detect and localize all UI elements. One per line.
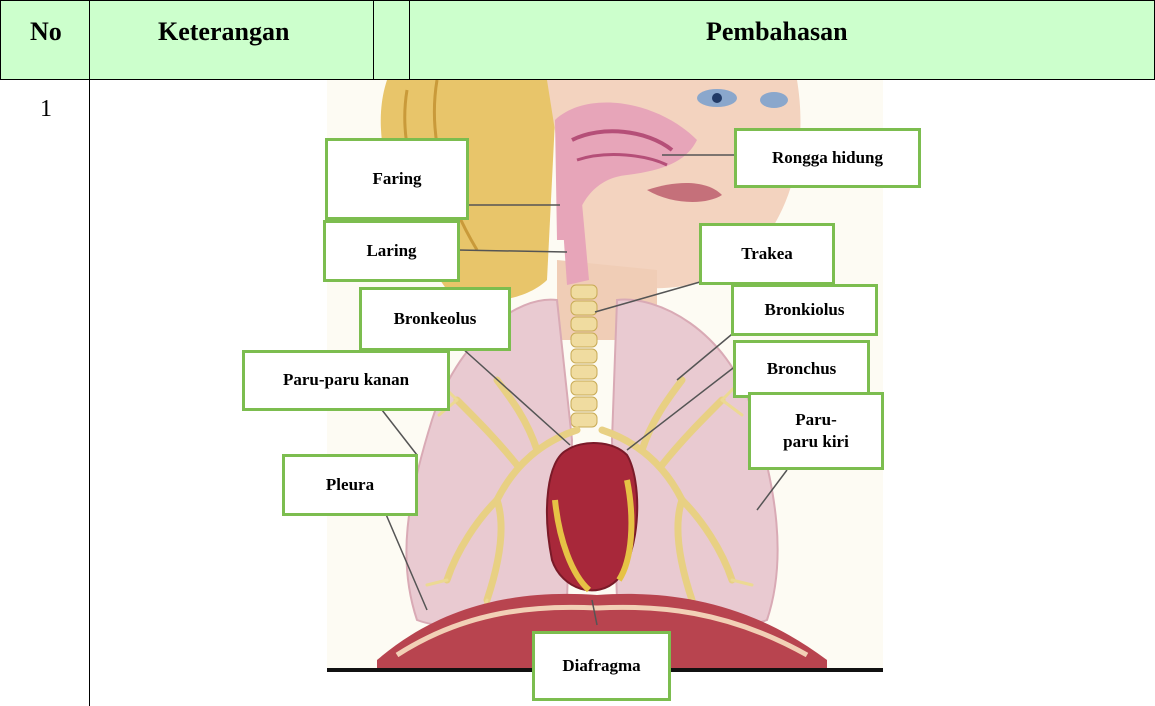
label-pleura: Pleura	[282, 454, 418, 516]
label-trakea: Trakea	[699, 223, 835, 285]
header-no: No	[30, 17, 62, 47]
label-laring: Laring	[323, 220, 460, 282]
header-pembahasan: Pembahasan	[706, 17, 848, 47]
row-number: 1	[40, 96, 52, 123]
label-diafragma: Diafragma	[532, 631, 671, 701]
label-paru-paru-kiri: Paru- paru kiri	[748, 392, 884, 470]
label-bronkeolus: Bronkeolus	[359, 287, 511, 351]
label-bronkiolus: Bronkiolus	[731, 284, 878, 336]
header-keterangan: Keterangan	[158, 17, 289, 47]
label-rongga-hidung: Rongga hidung	[734, 128, 921, 188]
label-paru-paru-kanan: Paru-paru kanan	[242, 350, 450, 411]
label-faring: Faring	[325, 138, 469, 220]
label-bronchus: Bronchus	[733, 340, 870, 398]
